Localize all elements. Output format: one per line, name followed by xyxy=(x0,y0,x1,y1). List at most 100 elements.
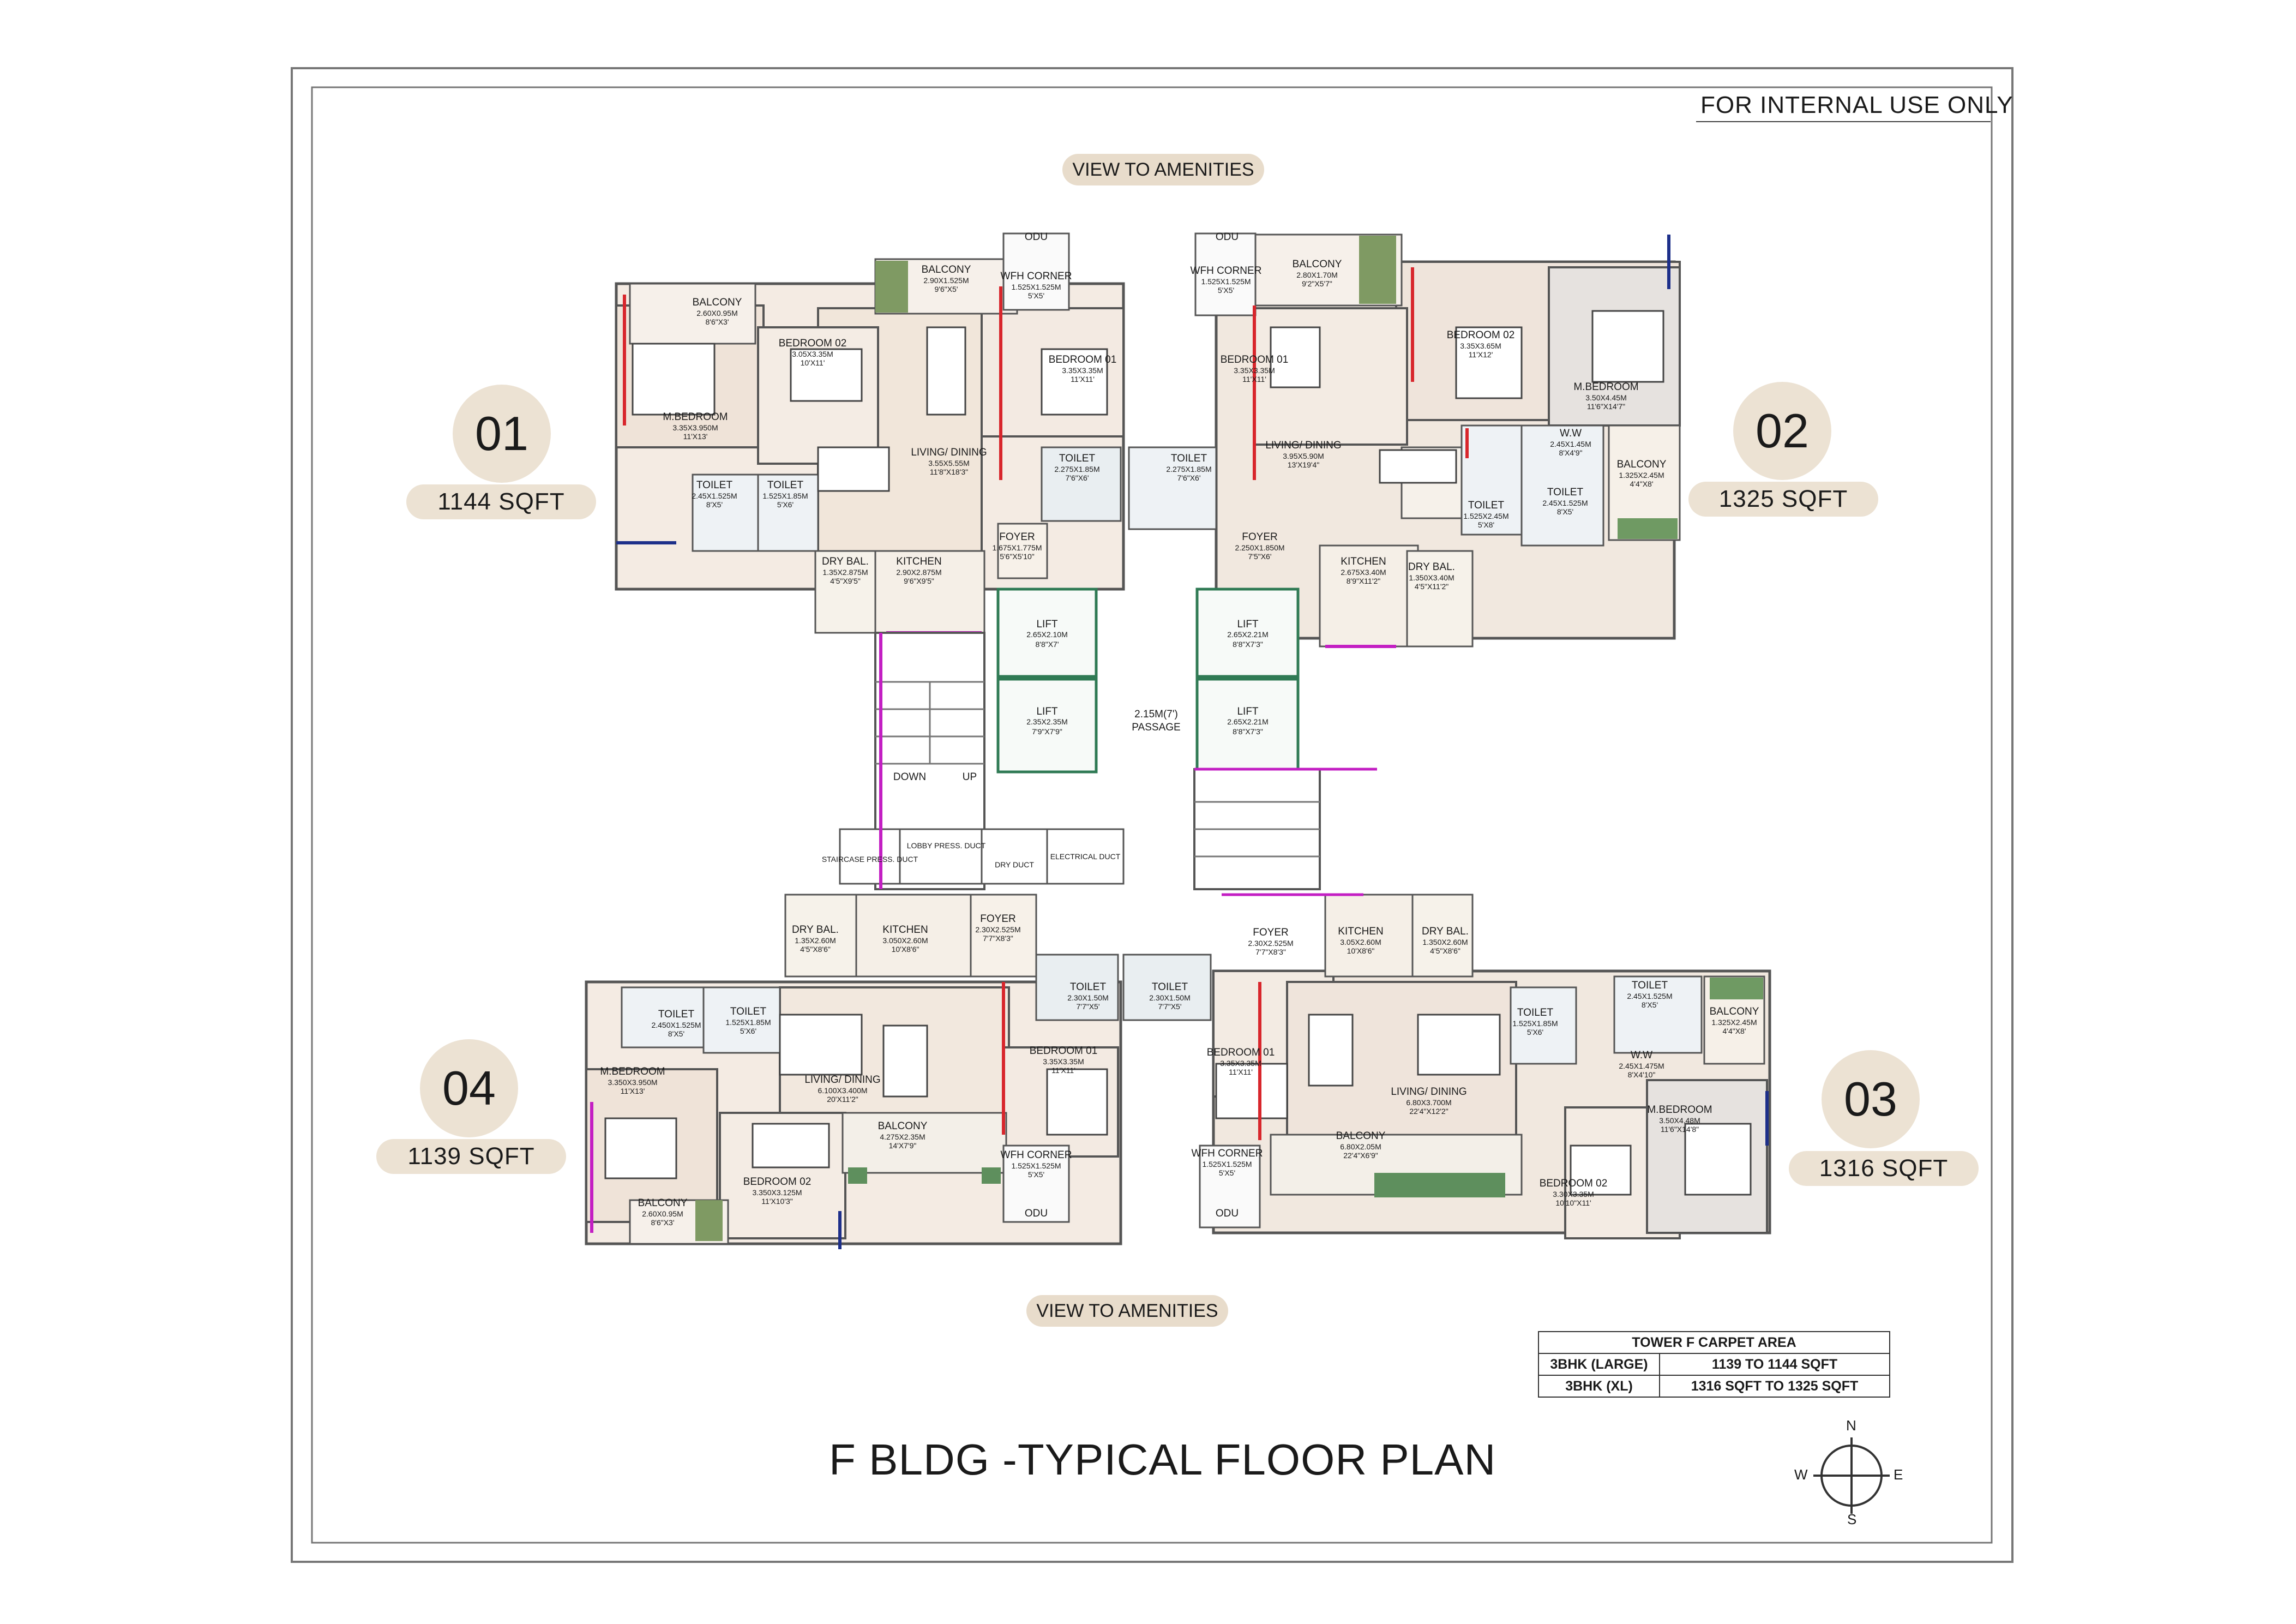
room-dim-metric: 2.30X2.525M xyxy=(1248,939,1293,948)
room-dim-metric: 3.35X3.65M xyxy=(1460,341,1501,350)
room-name-label: M.BEDROOM xyxy=(1573,381,1638,393)
room-dim-metric: 2.30X1.50M xyxy=(1149,993,1191,1002)
room-dim-feet: 4'5"X8'6" xyxy=(800,945,831,954)
room-name-label: TOILET xyxy=(1059,453,1096,464)
room-name-label: M.BEDROOM xyxy=(1647,1104,1712,1116)
plan-title: F BLDG -TYPICAL FLOOR PLAN xyxy=(829,1435,1496,1484)
room-dim-metric: 3.30X3.35M xyxy=(1553,1190,1594,1198)
room-name-label: WFH CORNER xyxy=(1001,271,1072,282)
room-name-label: BALCONY xyxy=(1336,1130,1386,1142)
room-dim-metric: 2.60X0.95M xyxy=(642,1209,683,1218)
room-name-label: BALCONY xyxy=(1710,1006,1759,1017)
room-name-label: W.W xyxy=(1560,428,1582,439)
room-name-label: TOILET xyxy=(730,1006,767,1017)
room-dim-feet: 7'6"X6' xyxy=(1065,474,1089,482)
room-dim-metric: 2.90X2.875M xyxy=(896,568,941,577)
room-dim-feet: 8'X5' xyxy=(1557,507,1573,516)
lift-dim-metric: 2.65X2.21M xyxy=(1227,717,1269,726)
room-name-label: BALCONY xyxy=(922,264,971,275)
room-dim-metric: 2.45X1.525M xyxy=(1627,992,1672,1000)
lift-dim-feet: 8'8"X7'3" xyxy=(1233,640,1263,649)
unit-01-number: 01 xyxy=(453,385,551,483)
room-dim-metric: 3.050X2.60M xyxy=(882,936,928,945)
room-dim-feet: 8'6"X3' xyxy=(651,1218,674,1227)
room-dim-metric: 2.30X1.50M xyxy=(1067,993,1109,1002)
room-name-label: KITCHEN xyxy=(1341,556,1386,567)
room-dim-feet: 9'6"X5' xyxy=(934,285,958,293)
room-dim-metric: 1.525X1.525M xyxy=(1011,1161,1061,1170)
room-name-label: TOILET xyxy=(1547,487,1584,498)
room-dim-metric: 2.80X1.70M xyxy=(1296,271,1338,279)
room-dim-feet: 8'X5' xyxy=(706,500,723,509)
unit-01-plan xyxy=(615,232,1125,634)
room-dim-metric: 1.325X2.45M xyxy=(1619,471,1664,480)
room-name-label: BEDROOM 02 xyxy=(1540,1178,1608,1189)
lift-name-label: LIFT xyxy=(1237,706,1258,717)
room-dim-feet: 4'4"X8' xyxy=(1722,1027,1746,1035)
room-dim-metric: 3.55X5.55M xyxy=(928,459,970,468)
carpet-table-heading: TOWER F CARPET AREA xyxy=(1538,1331,1890,1354)
room-name-label: LIVING/ DINING xyxy=(804,1074,880,1086)
room-dim-metric: 2.45X1.525M xyxy=(692,492,737,500)
lift-name-label: LIFT xyxy=(1237,619,1258,630)
room-dim-metric: 6.100X3.400M xyxy=(818,1086,867,1095)
room-dim-metric: 2.90X1.525M xyxy=(923,276,969,285)
room-name-label: LIVING/ DINING xyxy=(1265,440,1341,451)
lift-dim-feet: 8'8"X7' xyxy=(1035,640,1059,649)
internal-use-note: FOR INTERNAL USE ONLY xyxy=(1700,92,2013,118)
compass-north-label: N xyxy=(1846,1417,1856,1434)
room-name-label: DRY BAL. xyxy=(1422,926,1469,937)
room-dim-feet: 7'6"X6' xyxy=(1177,474,1200,482)
u01-room-4: ODU xyxy=(1025,231,1048,243)
room-dim-feet: 8'X4'9" xyxy=(1559,448,1582,457)
room-dim-feet: 20'X11'2" xyxy=(827,1095,858,1104)
room-dim-feet: 8'X4'10" xyxy=(1628,1070,1656,1079)
room-dim-metric: 2.275X1.85M xyxy=(1166,465,1211,474)
room-dim-feet: 13'X19'4" xyxy=(1288,460,1320,469)
room-dim-feet: 5'X5' xyxy=(1028,291,1044,300)
room-dim-metric: 2.45X1.525M xyxy=(1542,499,1588,507)
room-name-label: FOYER xyxy=(1242,531,1277,543)
room-dim-feet: 10'X11' xyxy=(801,358,825,367)
room-name-label: TOILET xyxy=(1070,981,1107,993)
duct-label-staircase: STAIRCASE PRESS. DUCT xyxy=(822,855,918,864)
room-dim-feet: 5'6"X5'10" xyxy=(1000,552,1035,561)
room-dim-feet: 7'7"X5' xyxy=(1076,1002,1099,1011)
room-dim-feet: 7'7"X8'3" xyxy=(983,934,1013,943)
room-dim-feet: 11'X11' xyxy=(1071,375,1095,383)
room-name-label: KITCHEN xyxy=(882,924,928,936)
room-dim-metric: 2.275X1.85M xyxy=(1054,465,1099,474)
room-dim-feet: 11'X13' xyxy=(683,432,708,441)
room-dim-metric: 1.525X1.85M xyxy=(725,1018,771,1027)
room-dim-metric: 1.35X2.875M xyxy=(822,568,868,577)
unit-02-number: 02 xyxy=(1733,382,1831,480)
room-dim-feet: 4'5"X11'2" xyxy=(1415,582,1449,591)
room-name-label: WFH CORNER xyxy=(1001,1149,1072,1161)
room-name-label: TOILET xyxy=(767,480,804,491)
room-dim-feet: 11'X13' xyxy=(621,1087,645,1095)
